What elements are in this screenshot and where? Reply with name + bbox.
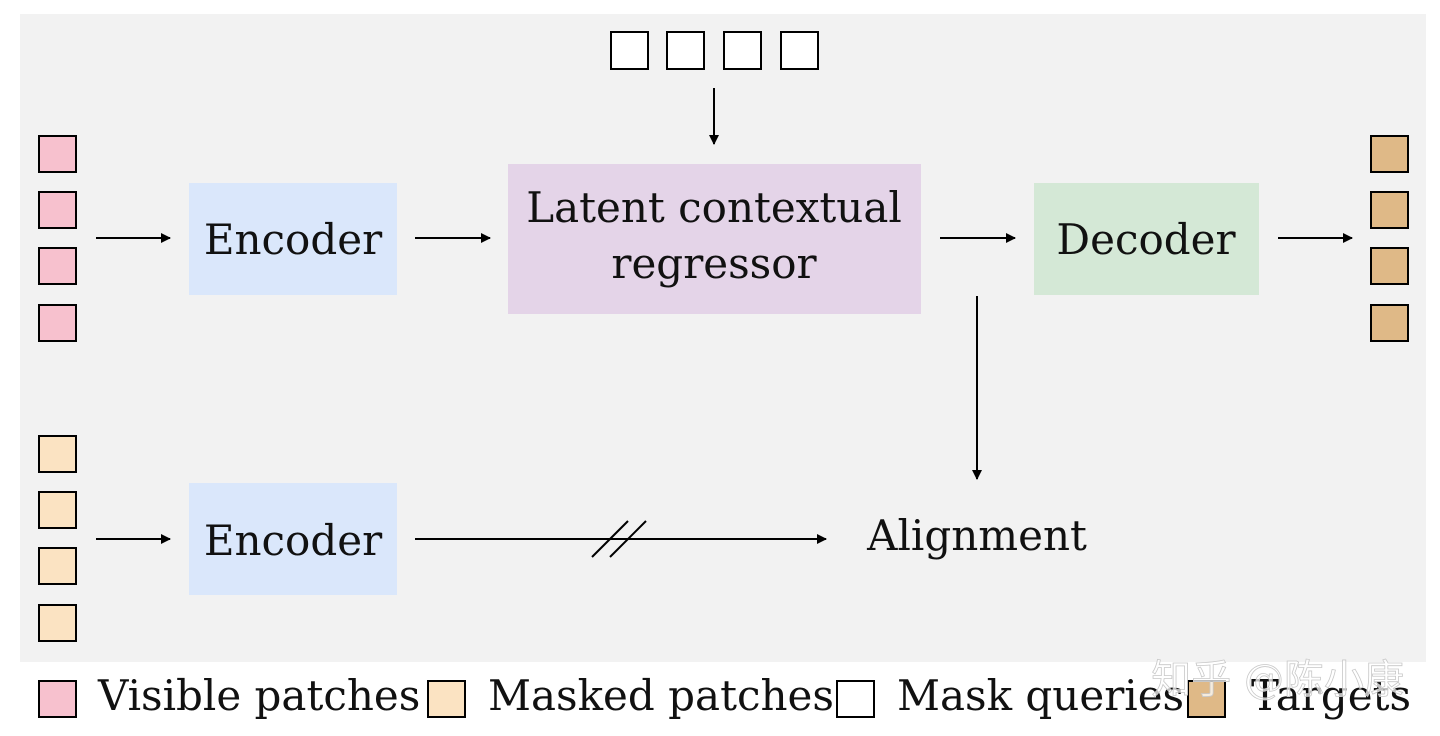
target-patches-column	[1370, 135, 1409, 342]
encoder-bottom-block	[189, 483, 397, 595]
mask-queries-row	[610, 31, 819, 70]
regressor-label-line1: Latent contextual	[526, 183, 902, 232]
legend-visible-label: Visible patches	[97, 671, 420, 720]
watermark-text: 知乎 @陈小康	[1151, 657, 1404, 703]
visible-patch	[38, 247, 77, 285]
visible-patch	[38, 135, 77, 173]
masked-patch	[38, 491, 77, 529]
target-patch	[1370, 247, 1409, 285]
masked-patches-column	[38, 435, 77, 642]
masked-patch	[38, 604, 77, 642]
legend-targets-swatch	[1187, 680, 1226, 718]
encoder-top-label: Encoder	[204, 215, 383, 264]
encoder-bottom-label: Encoder	[204, 516, 383, 565]
stop-gradient-slash-2	[609, 520, 647, 558]
legend-queries-label: Mask queries	[897, 671, 1184, 720]
legend-queries-swatch	[836, 680, 875, 718]
visible-patches-column	[38, 135, 77, 342]
masked-patch	[38, 547, 77, 585]
legend-visible-swatch	[38, 680, 77, 718]
decoder-label: Decoder	[1056, 215, 1236, 264]
decoder-block	[1034, 183, 1259, 295]
mask-query	[723, 31, 762, 70]
visible-patch	[38, 191, 77, 229]
legend-masked-label: Masked patches	[488, 671, 834, 720]
alignment-label: Alignment	[866, 511, 1087, 560]
mask-query	[610, 31, 649, 70]
encoder-top-block	[189, 183, 397, 295]
mask-query	[780, 31, 819, 70]
masked-patch	[38, 435, 77, 473]
regressor-block	[508, 164, 921, 314]
visible-patch	[38, 304, 77, 342]
legend: Visible patches Masked patches Mask quer…	[38, 671, 1411, 720]
target-patch	[1370, 191, 1409, 229]
legend-masked-swatch	[427, 680, 466, 718]
regressor-label-line2: regressor	[611, 239, 817, 288]
target-patch	[1370, 304, 1409, 342]
legend-targets-label: Targets	[1251, 671, 1411, 720]
target-patch	[1370, 135, 1409, 173]
mask-query	[666, 31, 705, 70]
stop-gradient-slash-1	[591, 520, 629, 558]
